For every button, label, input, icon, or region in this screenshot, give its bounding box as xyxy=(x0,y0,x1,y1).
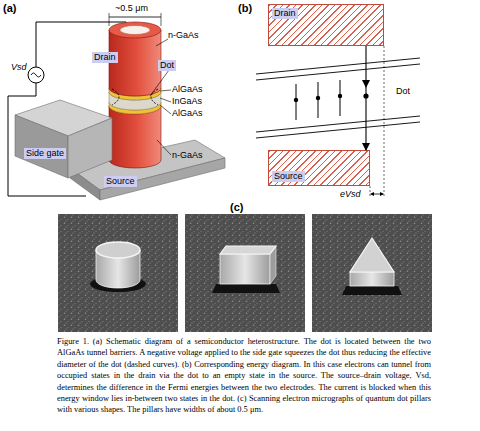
triangular-pillar xyxy=(350,272,394,286)
fermi-level-guide xyxy=(384,46,385,198)
n-gaas-source-layer xyxy=(109,106,161,168)
layer-label: InGaAs xyxy=(172,96,202,106)
node-text: Side gate xyxy=(26,148,64,158)
pillar-top xyxy=(109,22,161,38)
panel-label: (b) xyxy=(238,2,252,15)
part-tag: Source xyxy=(104,176,137,187)
triangular-pillar xyxy=(350,238,394,272)
layer-label: n-GaAs xyxy=(172,150,203,160)
electrode-box: Drain xyxy=(268,4,384,46)
node-text: Dot xyxy=(160,60,174,70)
leader-line xyxy=(160,105,171,114)
squeezed-dot-curve xyxy=(151,89,158,105)
electron-dot xyxy=(363,93,368,98)
sem-micrograph xyxy=(185,214,305,332)
tunneling-arrow xyxy=(365,46,366,150)
pillar-top-contact xyxy=(120,26,150,35)
voltage-source-symbol xyxy=(28,67,44,83)
n-gaas-drain-layer xyxy=(109,30,161,96)
electron-dot xyxy=(316,96,320,100)
square-pillar xyxy=(220,246,276,254)
sem-micrograph xyxy=(58,214,178,332)
figure-caption: Figure 1. (a) Schematic diagram of a sem… xyxy=(57,336,431,416)
electron-dot xyxy=(338,94,342,98)
part-tag: Dot xyxy=(158,60,176,71)
layer-label: AlGaAs xyxy=(172,84,203,94)
pillar-shadow xyxy=(342,286,402,295)
node-text: Source xyxy=(106,176,135,186)
squeezed-dot-curve xyxy=(112,89,119,105)
panel-label: (a) xyxy=(3,2,16,15)
side-gate-block xyxy=(68,118,112,178)
pillar-shadow xyxy=(212,284,280,293)
leader-line xyxy=(150,70,169,96)
electrode-box: Source xyxy=(268,150,370,186)
sem-micrograph xyxy=(312,214,432,332)
leader-line xyxy=(160,98,171,102)
node-text: Drain xyxy=(94,52,116,62)
part-tag: Side gate xyxy=(24,148,66,159)
dimension-line xyxy=(109,17,161,18)
arrow-head xyxy=(370,192,374,196)
node-text: Source xyxy=(272,171,305,182)
layer-label: n-GaAs xyxy=(168,30,199,40)
leader-line xyxy=(157,140,171,155)
dimension-line xyxy=(161,13,162,26)
tunnel-barrier xyxy=(256,64,420,80)
dimension-label: ~0.5 μm xyxy=(115,3,148,13)
dimension-line xyxy=(109,13,110,26)
square-pillar xyxy=(220,254,270,284)
round-pillar xyxy=(96,242,140,258)
layer-label: AlGaAs xyxy=(172,108,203,118)
dot-label: Dot xyxy=(396,86,410,96)
side-gate-block xyxy=(15,115,68,178)
arrow-head xyxy=(380,192,384,196)
node-text: Drain xyxy=(272,8,298,19)
tunnel-barrier xyxy=(256,122,420,138)
electron-dot xyxy=(294,98,298,102)
part-tag: Drain xyxy=(92,52,118,63)
panel-label: (c) xyxy=(230,201,243,214)
voltage-label: Vsd xyxy=(11,62,27,72)
leader-line xyxy=(160,90,171,91)
voltage-source-symbol xyxy=(31,73,41,77)
fermi-level-guide xyxy=(370,186,371,198)
arrow-head xyxy=(362,80,370,88)
leader-line xyxy=(156,39,168,46)
energy-label: eVsd xyxy=(340,189,361,199)
